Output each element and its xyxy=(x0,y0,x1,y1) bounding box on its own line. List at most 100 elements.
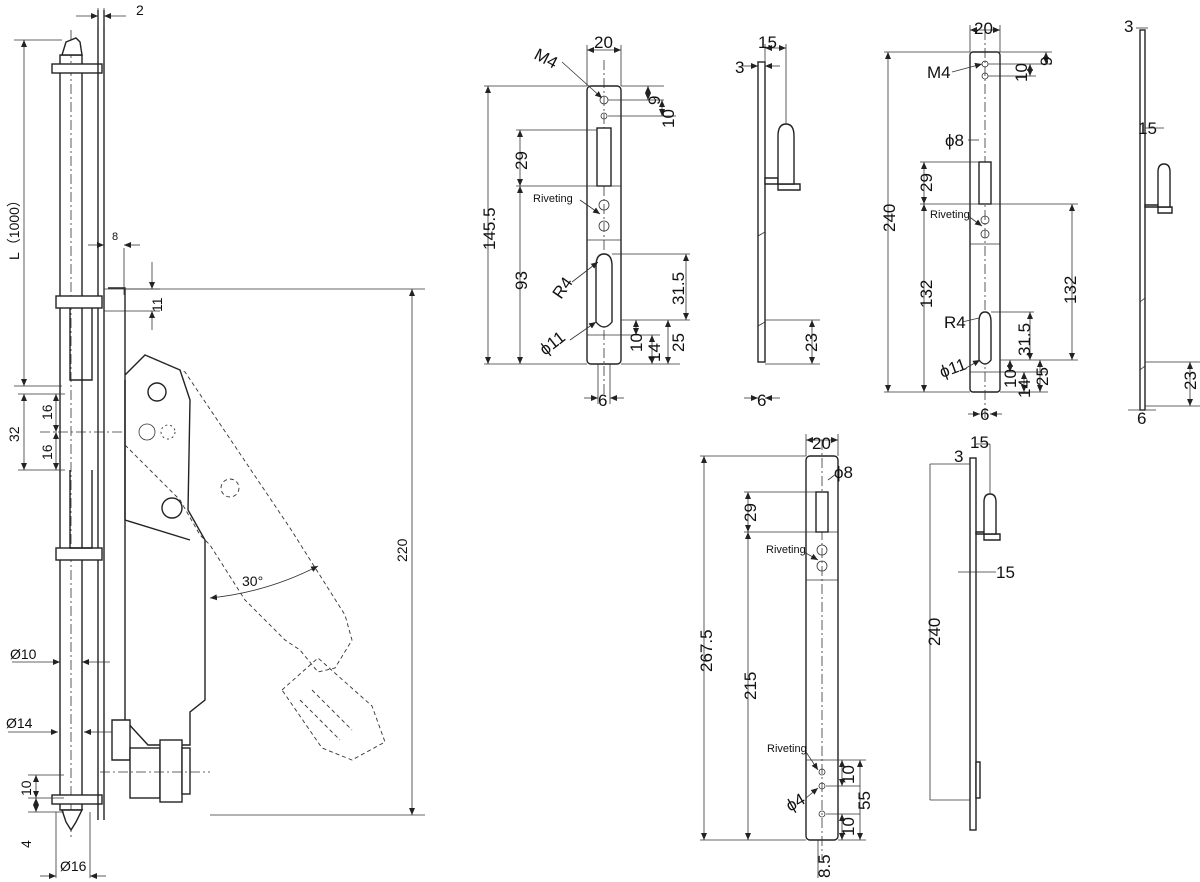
lock-housing xyxy=(129,747,161,799)
rod-145-dim-20: 20 xyxy=(594,33,613,52)
rod-145-dim-29: 29 xyxy=(512,151,531,170)
rod-145-side-view: 3 15 23 6 xyxy=(735,33,821,410)
rod-145-riveting-label: Riveting xyxy=(533,193,573,205)
rod-267-dim-215: 215 xyxy=(741,672,760,700)
rod-145-slot xyxy=(595,253,613,328)
rod-145-dim-10: 10 xyxy=(659,109,678,128)
rod-145-dim-10b: 10 xyxy=(627,333,646,352)
rod-145-front-view: 20 M4 9 10 145.5 29 Riveting 93 R4 xyxy=(480,33,690,410)
handle-body xyxy=(108,287,206,746)
rod-267-dim-20: 20 xyxy=(812,434,831,453)
dim-4: 4 xyxy=(18,840,34,848)
rod-145-side-pin xyxy=(777,123,795,185)
rod-240-riveting-label: Riveting xyxy=(930,209,970,221)
rod-240-dim-phi11: ϕ11 xyxy=(937,355,969,382)
rod-267-front-view: 20 ϕ8 267.5 29 Riveting 215 Riveting ϕ4 … xyxy=(697,434,874,878)
bottom-washer xyxy=(51,794,103,805)
rod-240-pin xyxy=(978,161,992,205)
rod-145-dim-14: 14 xyxy=(645,343,664,362)
rod-267-dim-55: 55 xyxy=(855,791,874,810)
rod-240-dim-20: 20 xyxy=(974,19,993,38)
rod-145-dim-phi11: ϕ11 xyxy=(536,327,569,359)
rod-240-side-dim-23: 23 xyxy=(1181,371,1200,390)
rod-145-thread-m4: M4 xyxy=(531,45,561,73)
rod-267-dim-8-5: 8.5 xyxy=(815,854,834,878)
rod-267-side-pin xyxy=(983,493,997,535)
dim-phi10: Ø10 xyxy=(10,646,37,662)
dim-220: 220 xyxy=(394,538,410,562)
angle-30-label: 30° xyxy=(242,573,263,589)
rod-145-dim-31-5: 31.5 xyxy=(669,272,688,305)
rod-145-dim-6: 6 xyxy=(598,391,607,410)
rod-240-front-view: 20 M4 10 9 ϕ8 240 29 Riveting 132 xyxy=(880,19,1080,424)
rod-145-dim-93: 93 xyxy=(512,271,531,290)
rod-240-side-dim-6: 6 xyxy=(1137,409,1146,428)
lower-guide xyxy=(55,547,103,561)
dim-8: 8 xyxy=(112,231,118,243)
rod-240-side-dim-15: 15 xyxy=(1138,119,1157,138)
lock-cylinder xyxy=(159,739,183,803)
rod-145-side-dim-6: 6 xyxy=(757,391,766,410)
lock-face xyxy=(181,747,191,795)
pivot-hole-lower xyxy=(161,497,183,519)
rod-240-side-bar xyxy=(1139,29,1146,411)
rod-240-dim-10b: 10 xyxy=(1001,369,1020,388)
rod-145-dim-145-5: 145.5 xyxy=(480,207,499,250)
dim-16-upper: 16 xyxy=(39,404,55,420)
rod-267-pin xyxy=(815,491,829,533)
rod-bottom-tip xyxy=(61,809,84,832)
dim-10: 10 xyxy=(18,780,34,796)
rod-240-dim-29: 29 xyxy=(917,173,936,192)
rod-267-side-dim-15b: 15 xyxy=(996,563,1015,582)
rod-267-dim-10b: 10 xyxy=(839,817,858,836)
handle-open-outline xyxy=(124,354,353,673)
rod-240-side-dim-3: 3 xyxy=(1124,17,1133,36)
lock-open-outline xyxy=(281,657,386,761)
rod-top-tip xyxy=(61,37,83,56)
dim-top-offset: 2 xyxy=(136,2,144,18)
dim-phi16: Ø16 xyxy=(60,858,87,874)
rod-145-side-dim-15: 15 xyxy=(758,33,777,52)
rod-267-dim-10a: 10 xyxy=(839,765,858,784)
rod-267-side-view: 3 15 15 240 xyxy=(925,433,1015,831)
dim-phi14: Ø14 xyxy=(6,715,33,731)
pivot-hole-upper xyxy=(147,382,167,402)
dim-32: 32 xyxy=(6,426,22,442)
rod-240-dim-10: 10 xyxy=(1012,63,1031,82)
rod-267-riveting-bottom: Riveting xyxy=(767,743,807,755)
rod-267-side-bar xyxy=(969,457,977,831)
rod-240-dim-14: 14 xyxy=(1015,379,1034,398)
top-washer xyxy=(51,63,103,74)
assembly-view: 30° 2 L（1000） 8 11 32 16 16 xyxy=(6,2,425,879)
rod-240-thread-m4: M4 xyxy=(927,63,951,82)
rod-267-side-dim-240: 240 xyxy=(925,618,944,646)
dim-11: 11 xyxy=(149,297,165,312)
rod-240-dim-phi8: ϕ8 xyxy=(945,131,964,150)
rod-240-side-pin xyxy=(1157,163,1171,208)
rod-267-dim-29: 29 xyxy=(741,503,760,522)
rod-240-dim-9: 9 xyxy=(1037,57,1056,66)
dim-length: L（1000） xyxy=(6,193,22,260)
rod-145-dim-9: 9 xyxy=(645,96,664,105)
rod-240-dim-132a: 132 xyxy=(917,280,936,308)
rod-240-dim-25: 25 xyxy=(1033,367,1052,386)
rod-240-side-view: 3 15 23 6 xyxy=(1124,17,1200,428)
rod-145-dim-25: 25 xyxy=(669,333,688,352)
dim-16-lower: 16 xyxy=(39,444,55,460)
rod-267-dim-phi4: ϕ4 xyxy=(783,790,809,816)
rod-145-pin xyxy=(596,127,612,187)
rod-267-riveting-top: Riveting xyxy=(766,544,806,556)
rod-145-radius-r4: R4 xyxy=(549,274,577,303)
rod-240-dim-240: 240 xyxy=(880,204,899,232)
rod-240-dim-31-5: 31.5 xyxy=(1015,323,1034,356)
rod-145-side-bar xyxy=(757,61,766,363)
rod-145-side-dim-3: 3 xyxy=(735,58,744,77)
latch-lever xyxy=(111,719,131,761)
rod-267-side-dim-15a: 15 xyxy=(970,433,989,452)
rod-240-dim-6: 6 xyxy=(980,405,989,424)
upper-guide xyxy=(55,295,103,309)
rod-267-side-dim-3: 3 xyxy=(954,447,963,466)
rod-240-dim-132b: 132 xyxy=(1061,276,1080,304)
rod-267-dim-phi8: ϕ8 xyxy=(834,463,853,482)
